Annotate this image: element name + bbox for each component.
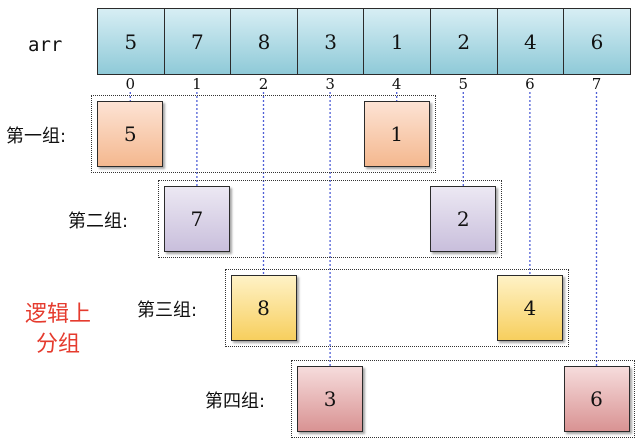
index-label-0: 0	[125, 75, 136, 93]
group-frame-3	[224, 269, 569, 347]
group-2-item-2: 2	[430, 186, 497, 252]
group-3-item-2: 4	[496, 275, 563, 341]
array-cell-0: 5	[97, 8, 165, 75]
group-4-item-1: 3	[297, 366, 364, 432]
group-frame-1	[91, 95, 436, 173]
group-2-item-1: 7	[163, 186, 230, 252]
index-label-2: 2	[258, 75, 269, 93]
array-label: arr	[28, 34, 63, 56]
group-frame-4	[291, 360, 636, 438]
index-label-7: 7	[591, 75, 602, 93]
index-label-1: 1	[192, 75, 202, 93]
group-label-2: 第二组:	[68, 211, 129, 232]
index-label-4: 4	[391, 75, 402, 93]
logical-grouping-note-line2: 分组	[35, 332, 80, 357]
array-cell-7: 6	[563, 8, 631, 75]
index-label-5: 5	[458, 75, 469, 93]
array-cell-4: 1	[363, 8, 431, 75]
array-cell-2: 8	[230, 8, 298, 75]
group-1-item-1: 5	[97, 101, 164, 167]
group-1-item-2: 1	[363, 101, 430, 167]
group-3-item-1: 8	[230, 275, 297, 341]
group-label-3: 第三组:	[137, 300, 198, 321]
array-cell-3: 3	[296, 8, 365, 75]
group-4-item-2: 6	[563, 366, 630, 432]
group-label-4: 第四组:	[205, 391, 266, 412]
group-frame-2	[157, 180, 503, 258]
array-cell-1: 7	[163, 8, 232, 75]
index-label-3: 3	[325, 75, 335, 93]
logical-grouping-note: 逻辑上 分组	[18, 300, 98, 360]
array-cell-5: 2	[430, 8, 498, 75]
array-cell-6: 4	[496, 8, 565, 75]
logical-grouping-note-line1: 逻辑上	[24, 302, 91, 327]
index-label-6: 6	[525, 75, 535, 93]
group-label-1: 第一组:	[6, 126, 67, 147]
